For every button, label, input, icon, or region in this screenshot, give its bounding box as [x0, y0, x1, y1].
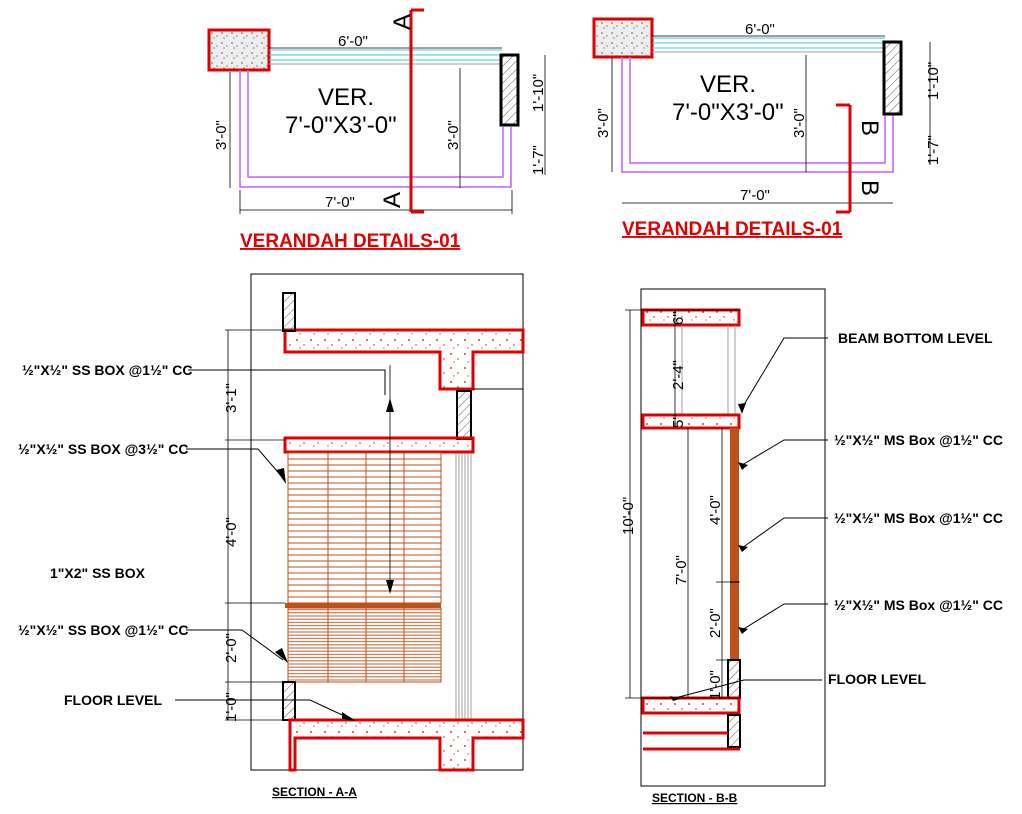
label-ms-2: ½"X½" MS Box @1½" CC [834, 510, 1003, 526]
label-ms-3: ½"X½" MS Box @1½" CC [834, 597, 1003, 613]
label-floor: FLOOR LEVEL [64, 692, 162, 708]
upper-louver [287, 452, 442, 604]
height-mid: 3'-0" [791, 108, 808, 138]
section-mark-bottom: A [379, 192, 406, 208]
bottom-width: 7'-0" [740, 187, 770, 204]
right-bottom-dim: 1'-7" [530, 145, 547, 175]
section-mark-bottom: B [856, 180, 883, 196]
height-left: 3'-0" [213, 120, 230, 150]
section-mark-top: B [856, 120, 883, 136]
dim-3-1: 3'-1" [223, 383, 240, 413]
label-beam: BEAM BOTTOM LEVEL [838, 330, 993, 346]
lintel [641, 413, 741, 430]
dim-2-4: 2'-4" [670, 360, 687, 390]
label-ss-bottom: ½"X½" SS BOX @1½" CC [18, 622, 189, 638]
room-name: VER. [318, 84, 374, 111]
plan-title: VERANDAH DETAILS-01 [240, 231, 461, 252]
bottom-width: 7'-0" [325, 194, 355, 211]
label-ss-mid: ½"X½" SS BOX @3½" CC [18, 441, 189, 457]
dim-4-0: 4'-0" [223, 517, 240, 547]
dim-6in: 6" [670, 311, 687, 325]
wall-hatch [882, 40, 903, 116]
section-b-b: 10'-0" 6" 2'-4" 5" 7'-0" 4'-0" 2'-0" 1'-… [620, 288, 1003, 805]
column [207, 28, 271, 72]
base-post [727, 714, 741, 748]
top-beam [641, 308, 741, 327]
room-size: 7'-0"X3'-0" [672, 99, 784, 126]
dim-4-0: 4'-0" [707, 495, 724, 525]
room-size: 7'-0"X3'-0" [285, 112, 397, 139]
dim-total: 10'-0" [620, 497, 637, 535]
height-left: 3'-0" [595, 108, 612, 138]
section-caption: SECTION - B-B [652, 791, 738, 805]
right-top-dim: 1'-10" [925, 62, 942, 100]
floor-slab [641, 696, 741, 715]
section-frame [250, 273, 524, 771]
plan-2: B B 6'-0" VER. 7'-0"X3'-0" 3'-0" 3'-0" 1… [592, 17, 942, 240]
plan-title: VERANDAH DETAILS-01 [622, 219, 843, 240]
label-ss-main: 1"X2" SS BOX [50, 565, 146, 581]
label-ss-top: ½"X½" SS BOX @1½" CC [22, 362, 193, 378]
height-mid: 3'-0" [445, 120, 462, 150]
right-top-dim: 1'-10" [530, 74, 547, 112]
column [592, 17, 654, 59]
section-caption: SECTION - A-A [272, 785, 357, 799]
width-label: 6'-0" [338, 33, 368, 50]
dim-7-0: 7'-0" [673, 555, 690, 585]
lower-louver [287, 607, 442, 683]
right-bottom-dim: 1'-7" [925, 135, 942, 165]
plan-1: A A 6'-0" VER. 7'-0"X3'-0" 3'-0" 3'-0" 1… [207, 8, 547, 252]
label-ms-1: ½"X½" MS Box @1½" CC [834, 432, 1003, 448]
wall-hatch [499, 53, 520, 127]
dim-2-0: 2'-0" [223, 633, 240, 663]
top-beam [283, 328, 525, 391]
section-a-a: 3'-1" 4'-0" 2'-0" 1'-0" ½"X½" SS BOX @1½… [18, 273, 525, 799]
section-frame [640, 288, 826, 787]
lower-post [282, 681, 296, 721]
ms-grill [730, 428, 739, 660]
lower-post [727, 659, 741, 699]
dim-5in: 5" [670, 414, 687, 428]
width-label: 6'-0" [745, 21, 775, 38]
dim-1-0: 1'-0" [707, 670, 724, 700]
upper-post [282, 292, 296, 332]
dim-2-0: 2'-0" [707, 608, 724, 638]
lintel [283, 436, 475, 454]
mid-rail [285, 603, 441, 608]
section-mark-top: A [389, 14, 416, 30]
label-floor: FLOOR LEVEL [828, 671, 926, 687]
room-name: VER. [700, 71, 756, 98]
right-post [456, 390, 472, 440]
floor-slab [288, 718, 525, 772]
dim-1-0: 1'-0" [223, 692, 240, 722]
side-glass [455, 453, 472, 720]
